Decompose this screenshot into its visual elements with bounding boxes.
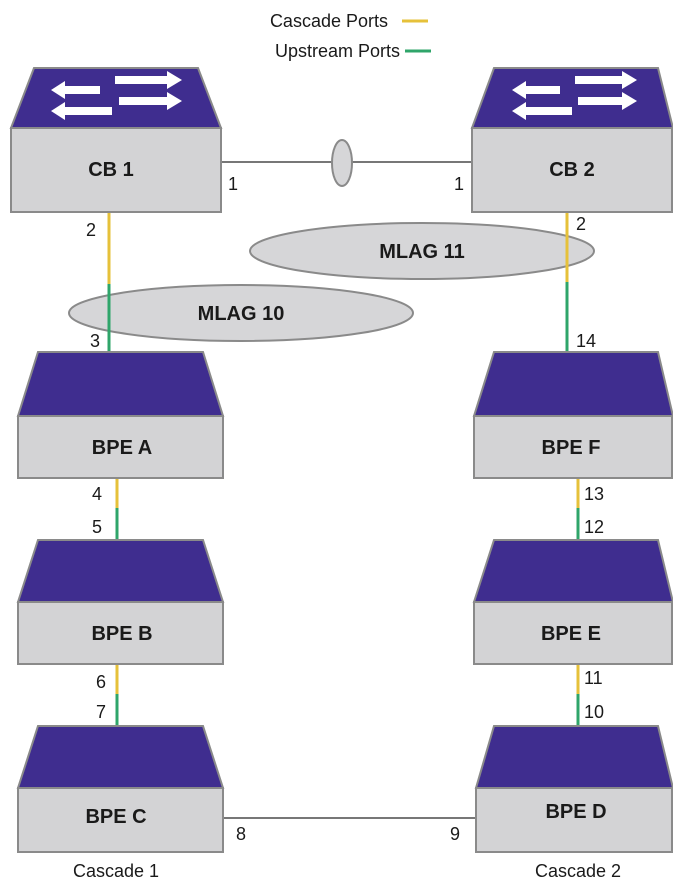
port-labels: 1 1 2 2 3 14 4 5 13 12 6 7 11 10 8 9	[86, 174, 604, 844]
port-label: 2	[86, 220, 96, 240]
port-label: 12	[584, 517, 604, 537]
bpe-a-top	[16, 351, 225, 417]
bpe-c-top	[16, 725, 225, 789]
port-label: 4	[92, 484, 102, 504]
port-label: 2	[576, 214, 586, 234]
cb2-body	[471, 127, 673, 213]
mlag-10-ellipse	[68, 284, 414, 342]
port-label: 14	[576, 331, 596, 351]
bpe-d-switch: BPE D	[474, 725, 673, 853]
mlag-11-label: MLAG 11	[379, 241, 465, 263]
port-label: 6	[96, 672, 106, 692]
bpe-d-label: BPE D	[545, 801, 606, 823]
cascade-2-caption: Cascade 2	[535, 861, 621, 881]
port-label: 11	[584, 668, 603, 688]
mlag-10-label: MLAG 10	[198, 303, 285, 325]
bpe-f-top	[472, 351, 673, 417]
cb1-body	[10, 127, 222, 213]
cb1-switch: CB 1	[9, 67, 223, 213]
bpe-c-body	[17, 787, 224, 853]
bpe-f-body	[473, 415, 673, 479]
bpe-d-body	[475, 787, 673, 853]
bpe-e-body	[473, 601, 673, 665]
mlag-11-ellipse	[249, 222, 595, 280]
mlag-11: MLAG 11	[249, 222, 595, 280]
bpe-a-switch: BPE A	[16, 351, 225, 479]
bpe-b-body	[17, 601, 224, 665]
cb1-arrows-icon	[51, 71, 182, 120]
cb2-arrows-icon	[512, 71, 637, 120]
port-label: 9	[450, 824, 460, 844]
port-label: 3	[90, 331, 100, 351]
bpe-f-switch: BPE F	[472, 351, 673, 479]
bpe-e-switch: BPE E	[472, 539, 673, 665]
bpe-e-top	[472, 539, 673, 603]
legend-upstream-label: Upstream Ports	[275, 41, 400, 61]
bpe-d-top	[474, 725, 673, 789]
cb1-label: CB 1	[88, 159, 134, 181]
port-label: 7	[96, 702, 106, 722]
bpe-c-label: BPE C	[85, 806, 146, 828]
port-label: 1	[228, 174, 238, 194]
bpe-e-label: BPE E	[541, 623, 601, 645]
bpe-a-label: BPE A	[92, 437, 152, 459]
legend: Cascade Ports Upstream Ports	[270, 11, 431, 61]
mlag-10: MLAG 10	[68, 284, 414, 342]
bpe-f-label: BPE F	[542, 437, 601, 459]
port-label: 13	[584, 484, 604, 504]
cb2-switch: CB 2	[470, 67, 673, 213]
bpe-a-body	[17, 415, 224, 479]
port-label: 10	[584, 702, 604, 722]
port-label: 5	[92, 517, 102, 537]
lag-ellipse-cb1-cb2	[331, 139, 353, 187]
bpe-b-label: BPE B	[91, 623, 152, 645]
cb2-label: CB 2	[549, 159, 595, 181]
port-label: 1	[454, 174, 464, 194]
legend-cascade-label: Cascade Ports	[270, 11, 388, 31]
bpe-b-top	[16, 539, 225, 603]
cascade-1-caption: Cascade 1	[73, 861, 159, 881]
links	[107, 139, 580, 819]
port-label: 8	[236, 824, 246, 844]
bpe-c-switch: BPE C	[16, 725, 225, 853]
cb2-top	[470, 67, 673, 129]
bpe-b-switch: BPE B	[16, 539, 225, 665]
